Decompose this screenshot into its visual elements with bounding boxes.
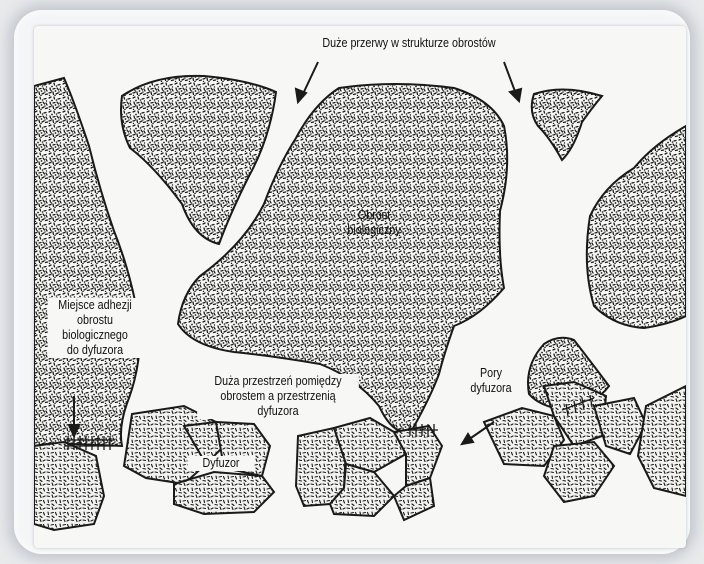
label-adhesion-line1: Miejsce adhezji [48,298,143,313]
diagram-panel: Duże przerwy w strukturze obrostów Obros… [34,26,686,548]
diffuser-grains-middle [296,418,442,520]
label-pores: Pory dyfuzora [452,366,532,396]
label-biofilm-line2: biologiczny [331,223,417,238]
label-adhesion: Miejsce adhezji obrostu biologicznego do… [40,298,152,358]
label-adhesion-line4: do dyfuzora [48,343,143,358]
label-adhesion-line2: obrostu [48,313,143,328]
biofilm-chunk-small [532,89,602,160]
label-space-line2: obrostem a przestrzenią [197,389,359,404]
biofilm-chunk-upper-left [121,76,276,244]
label-biofilm-line1: Obrost [331,208,417,223]
diffuser-grains-right [484,382,686,502]
label-biofilm: Obrost biologiczny [324,208,424,238]
arrow-gap-right [504,62,516,94]
label-adhesion-line3: biologicznego [48,328,143,343]
label-space-line1: Duża przestrzeń pomiędzy [197,374,359,389]
diagram-svg [34,26,686,548]
label-pores-line2: dyfuzora [457,381,524,396]
label-space-line3: dyfuzora [197,404,359,419]
label-large-gaps: Duże przerwy w strukturze obrostów [284,36,533,51]
label-diffuser: Dyfuzor [187,456,254,471]
label-pores-line1: Pory [457,366,524,381]
label-large-space: Duża przestrzeń pomiędzy obrostem a prze… [184,374,374,419]
arrow-gap-left [302,62,318,96]
biofilm-right [587,126,686,328]
